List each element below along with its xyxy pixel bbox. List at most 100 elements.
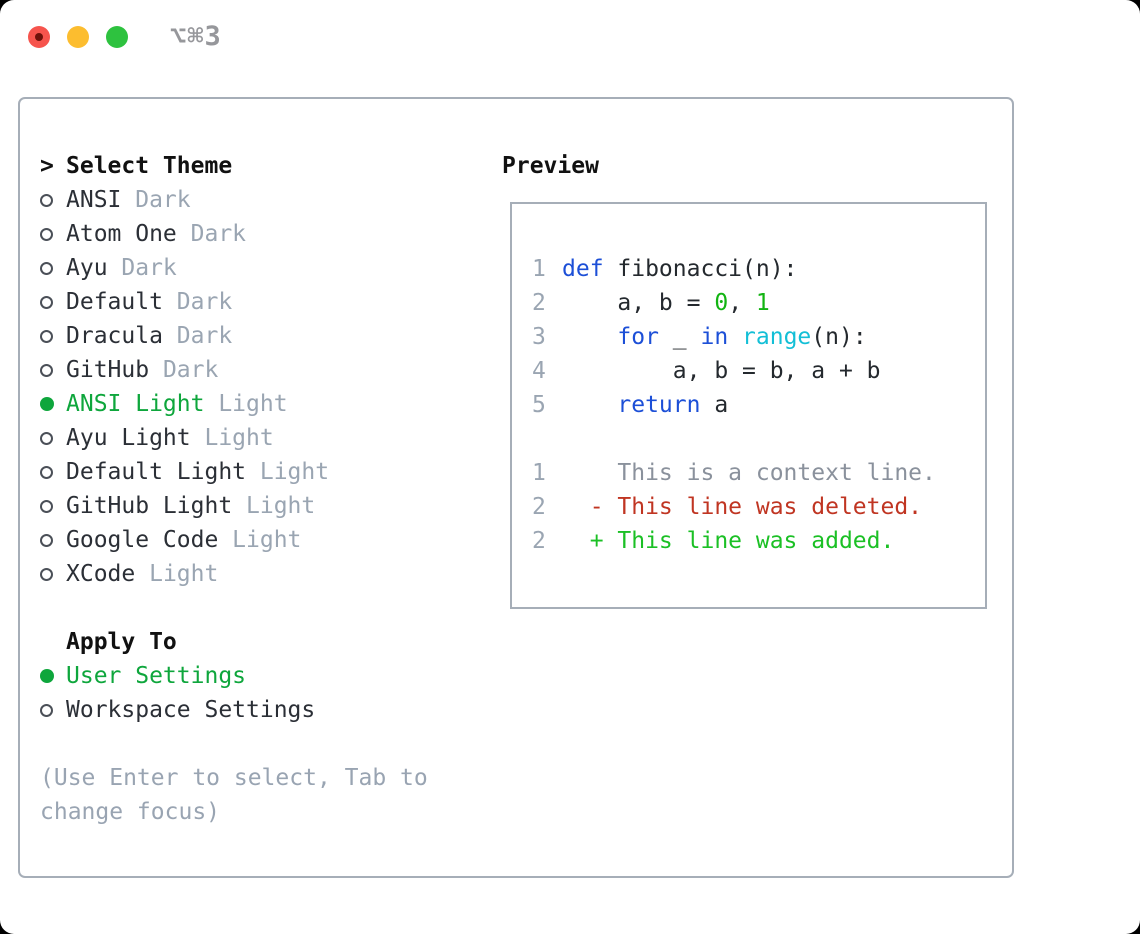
token-context: This is a context line. bbox=[562, 460, 936, 486]
theme-option[interactable]: Atom One Dark bbox=[40, 217, 470, 251]
option-label: XCode bbox=[66, 561, 136, 587]
token-fg: a, b = b, a + b bbox=[562, 358, 881, 384]
radio-icon bbox=[40, 329, 53, 343]
theme-option[interactable]: ANSI Dark bbox=[40, 183, 470, 217]
option-label: Default bbox=[66, 289, 163, 315]
token-keyword: in bbox=[700, 324, 729, 350]
token-fg: , bbox=[728, 290, 756, 316]
code-line: 4 a, b = b, a + b bbox=[532, 354, 979, 388]
unsaved-dot-icon bbox=[35, 33, 43, 41]
radio-icon bbox=[40, 567, 53, 581]
radio-cell bbox=[40, 533, 66, 547]
option-tag: Dark bbox=[162, 357, 219, 383]
token-keyword: def bbox=[562, 256, 604, 282]
apply-option[interactable]: Workspace Settings bbox=[40, 693, 470, 727]
radio-cell bbox=[40, 703, 66, 717]
line-content: This is a context line. bbox=[562, 460, 936, 486]
titlebar: ⌥⌘3 bbox=[0, 0, 1140, 75]
theme-section-title: Select Theme bbox=[66, 153, 233, 179]
radio-selected-icon bbox=[40, 397, 54, 411]
radio-icon bbox=[40, 295, 53, 309]
token-keyword: return bbox=[617, 392, 701, 418]
option-tag: Dark bbox=[176, 323, 233, 349]
line-number: 2 bbox=[532, 290, 546, 316]
minimize-button[interactable] bbox=[67, 26, 89, 48]
token-fg: _ bbox=[658, 324, 701, 350]
apply-section-header: Apply To bbox=[40, 625, 470, 659]
option-tag: Light bbox=[232, 527, 302, 553]
diff-block: 1 This is a context line.2 - This line w… bbox=[532, 456, 979, 558]
option-label: ANSI bbox=[66, 187, 122, 213]
token-fg bbox=[728, 324, 742, 350]
option-tag: Light bbox=[218, 391, 288, 417]
line-content: def fibonacci(n): bbox=[562, 256, 797, 282]
radio-cell bbox=[40, 465, 66, 479]
option-tag: Light bbox=[259, 459, 330, 485]
diff-line: 2 - This line was deleted. bbox=[532, 490, 979, 524]
radio-cell bbox=[40, 669, 66, 683]
token-fg: a, b = bbox=[562, 290, 715, 316]
apply-section-title: Apply To bbox=[66, 629, 177, 655]
radio-cell bbox=[40, 499, 66, 513]
line-content: - This line was deleted. bbox=[562, 494, 922, 520]
radio-cell bbox=[40, 397, 66, 411]
radio-cell bbox=[40, 567, 66, 581]
token-deleted: - This line was deleted. bbox=[562, 494, 923, 520]
spacer bbox=[532, 422, 979, 456]
option-label: Ayu bbox=[66, 255, 108, 281]
line-content: + This line was added. bbox=[562, 528, 895, 554]
close-button[interactable] bbox=[28, 26, 50, 48]
radio-icon bbox=[40, 703, 53, 717]
code-line: 3 for _ in range(n): bbox=[532, 320, 979, 354]
code-line: 5 return a bbox=[532, 388, 979, 422]
option-label: Atom One bbox=[66, 221, 177, 247]
spacer bbox=[40, 727, 470, 761]
radio-icon bbox=[40, 227, 53, 241]
option-tag: Dark bbox=[190, 221, 247, 247]
apply-option[interactable]: User Settings bbox=[40, 659, 470, 693]
code-line: 2 a, b = 0, 1 bbox=[532, 286, 979, 320]
radio-icon bbox=[40, 261, 53, 275]
line-content: for _ in range(n): bbox=[562, 324, 866, 350]
option-label: Ayu Light bbox=[66, 425, 191, 451]
theme-option[interactable]: XCode Light bbox=[40, 557, 470, 591]
hint-text: (Use Enter to select, Tab to change focu… bbox=[40, 765, 428, 825]
radio-selected-icon bbox=[40, 669, 54, 683]
token-added: + This line was added. bbox=[562, 528, 895, 554]
diff-line: 1 This is a context line. bbox=[532, 456, 979, 490]
option-tag: Light bbox=[149, 561, 219, 587]
preview-title: Preview bbox=[502, 153, 599, 179]
token-keyword: for bbox=[617, 324, 659, 350]
window-title: ⌥⌘3 bbox=[170, 21, 222, 52]
radio-cell bbox=[40, 261, 66, 275]
option-label: GitHub Light bbox=[66, 493, 233, 519]
line-content: a, b = 0, 1 bbox=[562, 290, 769, 316]
line-number: 3 bbox=[532, 324, 546, 350]
line-number: 4 bbox=[532, 358, 546, 384]
radio-icon bbox=[40, 499, 53, 513]
line-number: 1 bbox=[532, 460, 546, 486]
option-tag: Dark bbox=[176, 289, 233, 315]
maximize-button[interactable] bbox=[106, 26, 128, 48]
spacer bbox=[40, 591, 470, 625]
radio-cell bbox=[40, 329, 66, 343]
radio-icon bbox=[40, 431, 53, 445]
token-number: 0 bbox=[714, 290, 729, 316]
radio-cell bbox=[40, 431, 66, 445]
token-fg bbox=[562, 392, 617, 418]
theme-option[interactable]: Default Dark bbox=[40, 285, 470, 319]
option-tag: Dark bbox=[135, 187, 191, 213]
radio-cell bbox=[40, 193, 66, 207]
